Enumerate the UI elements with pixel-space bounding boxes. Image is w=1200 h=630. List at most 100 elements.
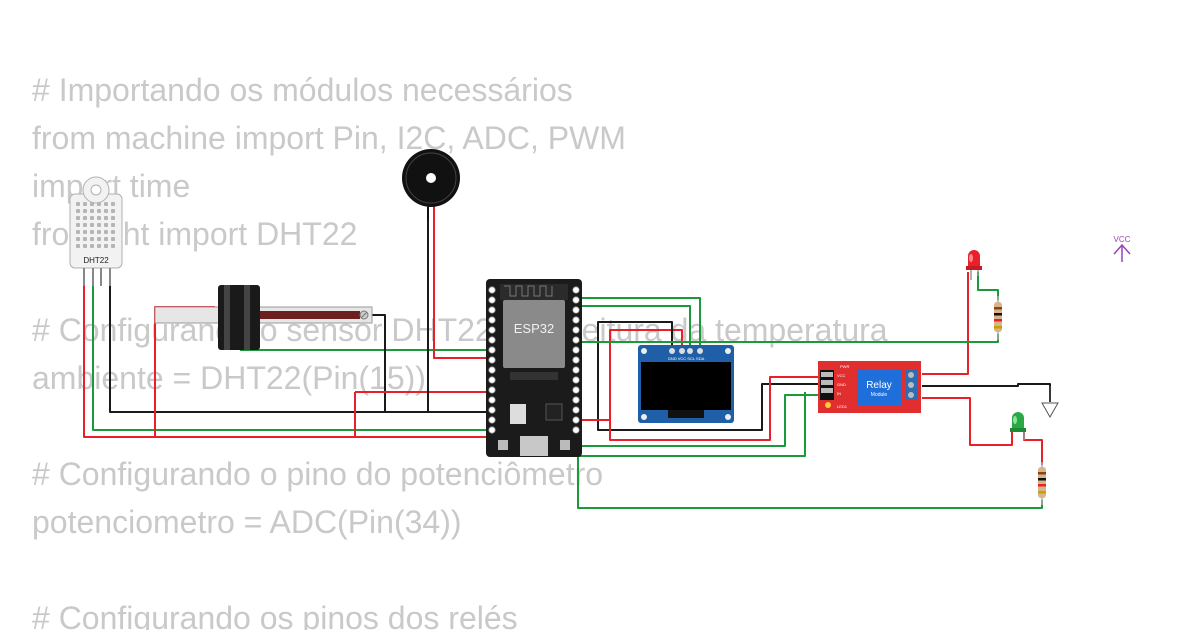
- dht22-vent-hole: [111, 223, 115, 227]
- esp32-pin[interactable]: [488, 336, 496, 344]
- wire-oled-sda[interactable]: [578, 297, 701, 350]
- esp32-pin[interactable]: [572, 386, 580, 394]
- esp32-pin[interactable]: [488, 376, 496, 384]
- dht22-vent-hole: [97, 209, 101, 213]
- esp32-pin[interactable]: [488, 366, 496, 374]
- esp32-pin[interactable]: [488, 346, 496, 354]
- esp32-pin[interactable]: [488, 406, 496, 414]
- dht22-vent-hole: [76, 223, 80, 227]
- ground-symbol[interactable]: [1041, 386, 1059, 419]
- esp32-pin[interactable]: [572, 346, 580, 354]
- relay-module[interactable]: Relay Module PWR VCC GND IN LED1: [818, 361, 921, 413]
- code-line: from machine import Pin, I2C, ADC, PWM: [32, 120, 626, 156]
- code-line: from dht import DHT22: [32, 216, 358, 252]
- esp32-label: ESP32: [514, 321, 554, 336]
- esp32-pin[interactable]: [572, 326, 580, 334]
- esp32-usb-port: [520, 436, 548, 456]
- dht22-vent-hole: [104, 209, 108, 213]
- esp32-pin[interactable]: [572, 426, 580, 434]
- wire-relay-in[interactable]: [578, 394, 820, 447]
- code-line: # Configurando os pinos dos relés: [32, 600, 518, 630]
- esp32-pins-right: [572, 286, 580, 434]
- esp32-module-shield: [503, 300, 565, 368]
- dht22-vent-hole: [97, 223, 101, 227]
- esp32-pin[interactable]: [488, 306, 496, 314]
- esp32-pin[interactable]: [488, 386, 496, 394]
- dht22-vent-hole: [83, 230, 87, 234]
- esp32-pin[interactable]: [488, 396, 496, 404]
- vcc-symbol[interactable]: VCC: [1113, 235, 1131, 262]
- wire-buzzer-pos[interactable]: [433, 205, 490, 359]
- esp32-pin[interactable]: [572, 296, 580, 304]
- esp32-pin[interactable]: [572, 316, 580, 324]
- wire-pot-gnd[interactable]: [372, 314, 386, 412]
- esp32-pin[interactable]: [488, 316, 496, 324]
- wire-relay-gnd-2[interactable]: [570, 392, 806, 457]
- esp32-board[interactable]: ESP32: [486, 279, 582, 457]
- esp32-pin[interactable]: [488, 426, 496, 434]
- dht22-vent-hole: [104, 230, 108, 234]
- wire-relay-vcc[interactable]: [578, 376, 820, 441]
- esp32-pin[interactable]: [572, 396, 580, 404]
- relay-pin-led: LED1: [837, 404, 848, 409]
- wire-dht-gnd[interactable]: [109, 268, 490, 413]
- esp32-pin[interactable]: [488, 296, 496, 304]
- esp32-pin[interactable]: [488, 356, 496, 364]
- relay-pin-pwr: PWR: [840, 364, 849, 369]
- green-led-resistor[interactable]: [1038, 462, 1046, 505]
- wire-green-res-esp[interactable]: [577, 456, 1043, 509]
- dht22-vent-hole: [97, 216, 101, 220]
- esp32-pin[interactable]: [572, 416, 580, 424]
- dht22-vent-hole: [76, 202, 80, 206]
- esp32-pin[interactable]: [572, 336, 580, 344]
- relay-title: Relay: [866, 380, 892, 391]
- wire-oled-gnd[interactable]: [597, 321, 820, 431]
- wire-relay-no-red-led[interactable]: [922, 272, 969, 375]
- green-led[interactable]: [1010, 412, 1026, 440]
- relay-cube: [857, 370, 901, 405]
- esp32-pin[interactable]: [572, 376, 580, 384]
- wire-red-res-esp[interactable]: [578, 334, 999, 343]
- red-led-resistor[interactable]: [994, 296, 1002, 340]
- dht22-vent-hole: [90, 209, 94, 213]
- relay-pin-gnd: GND: [837, 382, 846, 387]
- esp32-pins-left: [488, 286, 496, 434]
- esp32-pin[interactable]: [572, 366, 580, 374]
- oled-display[interactable]: GND VCC SCL SDA: [638, 345, 734, 423]
- slide-potentiometer[interactable]: [154, 285, 373, 350]
- dht22-vent-hole: [76, 209, 80, 213]
- dht22-vent-hole: [97, 202, 101, 206]
- dht22-vent-hole: [83, 244, 87, 248]
- red-led[interactable]: [966, 250, 982, 280]
- esp32-pin[interactable]: [572, 286, 580, 294]
- dht22-vent-hole: [97, 237, 101, 241]
- dht22-vent-hole: [111, 230, 115, 234]
- dht22-sensor[interactable]: DHT22: [69, 176, 123, 286]
- oled-screen: [641, 362, 731, 410]
- relay-pin-vcc: VCC: [837, 373, 846, 378]
- esp32-pin[interactable]: [488, 416, 496, 424]
- code-line: # Configurando o pino do potenciômetro: [32, 456, 604, 492]
- dht22-vent-hole: [83, 223, 87, 227]
- wire-dht-data[interactable]: [92, 268, 490, 431]
- esp32-pin[interactable]: [572, 406, 580, 414]
- dht22-vent-hole: [76, 237, 80, 241]
- dht22-vent-hole: [83, 209, 87, 213]
- esp32-pin[interactable]: [488, 286, 496, 294]
- wire-green-led-res[interactable]: [1023, 432, 1043, 465]
- dht22-vent-hole: [104, 216, 108, 220]
- relay-pin-in: IN: [837, 391, 841, 396]
- dht22-vent-hole: [111, 209, 115, 213]
- buzzer[interactable]: [402, 149, 460, 220]
- wire-oled-scl[interactable]: [578, 305, 691, 350]
- esp32-pin[interactable]: [572, 356, 580, 364]
- dht22-vent-hole: [90, 244, 94, 248]
- wire-relay-nc-green-led[interactable]: [922, 397, 1013, 446]
- wire-relay-com-gnd[interactable]: [922, 383, 1051, 402]
- wire-red-led-res[interactable]: [977, 272, 999, 300]
- esp32-pin[interactable]: [572, 306, 580, 314]
- wire-pot-vcc[interactable]: [154, 306, 215, 437]
- dht22-vent-hole: [104, 202, 108, 206]
- esp32-pin[interactable]: [488, 326, 496, 334]
